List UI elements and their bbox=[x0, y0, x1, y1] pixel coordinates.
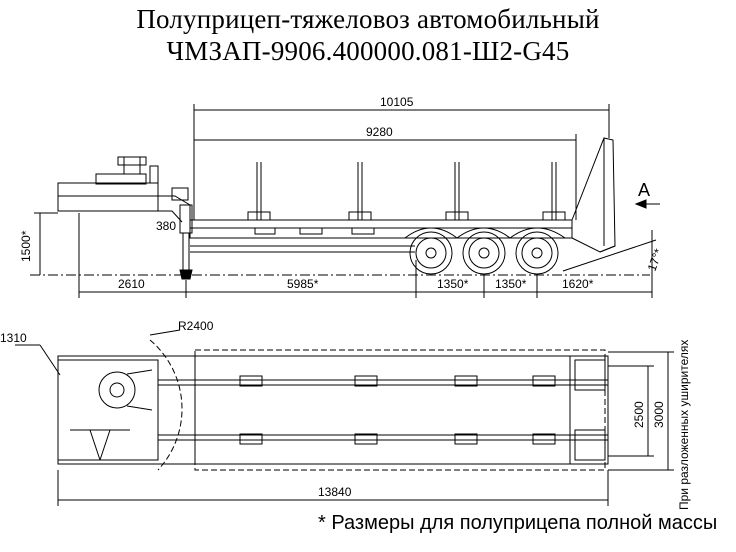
side-stakes bbox=[247, 162, 566, 221]
dim-height: 1500* bbox=[19, 230, 33, 262]
wheels bbox=[404, 227, 566, 275]
gooseneck-box bbox=[95, 173, 147, 185]
dim-ramp-angle: 17°* bbox=[645, 246, 666, 273]
view-a-label: A bbox=[638, 180, 650, 200]
drawing-title-line1: Полуприцеп-тяжеловоз автомобильный bbox=[136, 4, 600, 34]
rear-ramp bbox=[571, 137, 616, 253]
dim-axle-spacing-2: 1350* bbox=[495, 277, 527, 291]
gooseneck-deck bbox=[57, 182, 159, 212]
dim-width: 2500 bbox=[632, 401, 646, 428]
drawing-title-line2: ЧМЗАП-9906.400000.081-Ш2-G45 bbox=[166, 36, 570, 66]
dim-overall-length: 10105 bbox=[380, 95, 414, 109]
fifth-wheel bbox=[98, 371, 136, 409]
side-view bbox=[30, 104, 660, 298]
dim-rear-overhang: 1620* bbox=[562, 277, 594, 291]
main-deck bbox=[189, 219, 573, 229]
dim-front-radius: 1310 bbox=[0, 331, 27, 345]
dim-axle-spacing-1: 1350* bbox=[437, 277, 469, 291]
dim-fifth-wheel-offset: 380 bbox=[156, 219, 176, 233]
dim-wheelbase: 5985* bbox=[287, 277, 319, 291]
dim-total-length: 13840 bbox=[318, 485, 352, 499]
extended-width-note: При разложенных уширителях bbox=[677, 340, 691, 510]
dim-platform-length: 9280 bbox=[366, 125, 393, 139]
dim-turn-radius: R2400 bbox=[178, 319, 214, 333]
footnote: * Размеры для полуприцепа полной массы bbox=[318, 512, 718, 534]
dim-width-extended: 3000 bbox=[652, 401, 666, 428]
dim-front-overhang: 2610 bbox=[118, 277, 145, 291]
top-view bbox=[15, 329, 674, 506]
